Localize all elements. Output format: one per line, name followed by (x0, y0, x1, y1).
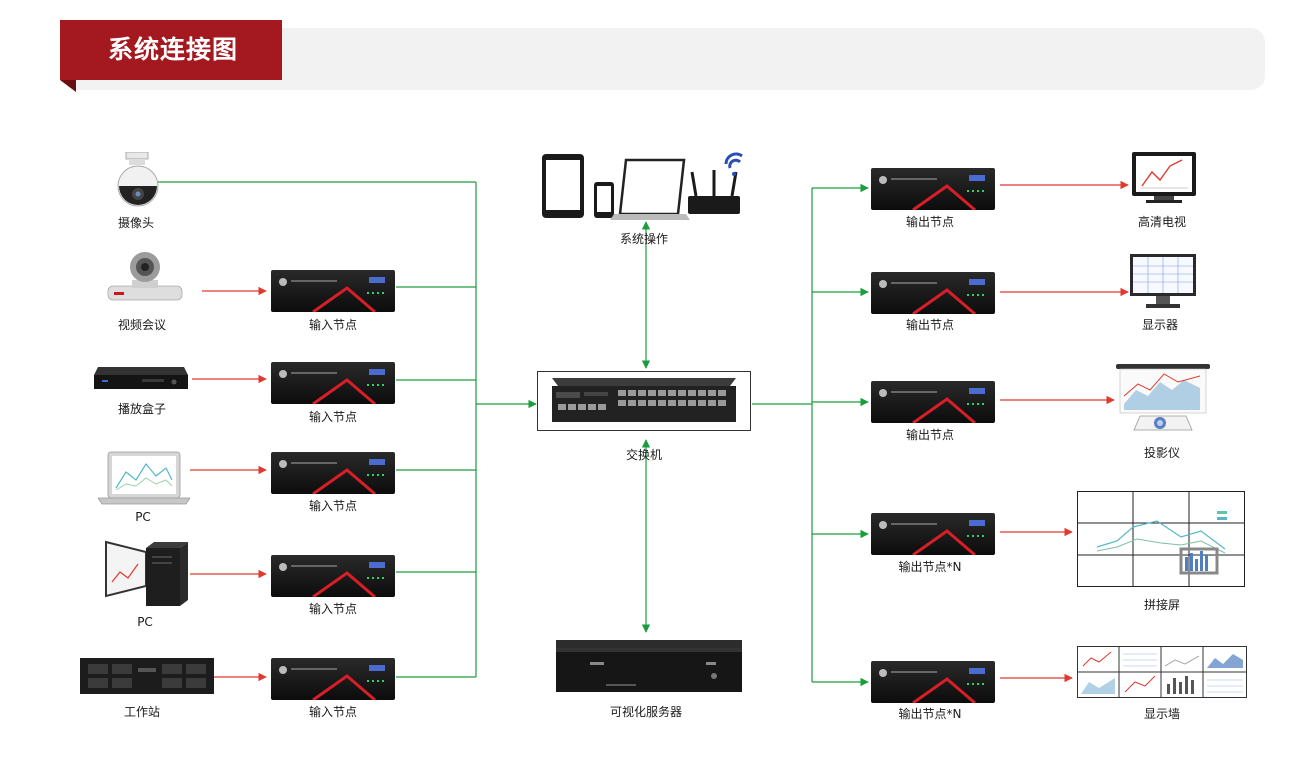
network-switch-icon (552, 378, 736, 422)
ptz-camera-icon (117, 152, 159, 207)
source-label-conference: 视频会议 (117, 318, 166, 332)
output-node-box (871, 513, 995, 555)
input-node-label: 输入节点 (308, 410, 357, 424)
display-label-projector: 投影仪 (1143, 446, 1180, 460)
input-node-label: 输入节点 (308, 318, 357, 332)
switch-frame (537, 371, 751, 431)
display-label-wall: 显示墙 (1143, 707, 1180, 721)
center-label-switch: 交换机 (625, 448, 662, 462)
splicing-screen-icon (1077, 491, 1245, 587)
output-node-box (871, 168, 995, 210)
source-label-pc-desktop: PC (137, 615, 153, 629)
source-label-pc-laptop: PC (135, 510, 151, 524)
rack-workstation-icon (80, 658, 214, 694)
input-node-box (271, 658, 395, 700)
display-label-splicing: 拼接屏 (1143, 598, 1180, 612)
set-top-box-icon (94, 367, 188, 389)
source-label-camera: 摄像头 (117, 216, 154, 230)
output-node-label: 输出节点 (905, 428, 954, 442)
output-node-label: 输出节点 (905, 318, 954, 332)
hd-tv-icon (1132, 152, 1196, 203)
title-tab-fold (60, 80, 76, 92)
output-node-label: 输出节点*N (898, 560, 962, 574)
input-node-box (271, 362, 395, 404)
output-node-label: 输出节点*N (898, 707, 962, 721)
conference-camera-icon (107, 252, 183, 301)
input-node-label: 输入节点 (308, 602, 357, 616)
operation-devices-icon (542, 152, 743, 220)
desktop-pc-icon (105, 540, 188, 606)
source-label-settop: 播放盒子 (117, 402, 166, 416)
input-node-box (271, 555, 395, 597)
center-label-server: 可视化服务器 (609, 705, 682, 719)
laptop-icon (98, 451, 190, 505)
display-label-monitor: 显示器 (1141, 318, 1178, 332)
input-node-box (271, 270, 395, 312)
display-label-tv: 高清电视 (1137, 215, 1186, 229)
input-node-label: 输入节点 (308, 499, 357, 513)
output-node-box (871, 381, 995, 423)
projector-icon (1116, 364, 1210, 431)
source-label-workstation: 工作站 (123, 705, 160, 719)
page-title: 系统连接图 (60, 20, 282, 80)
output-node-label: 输出节点 (905, 215, 954, 229)
input-node-label: 输入节点 (308, 705, 357, 719)
display-wall-icon (1077, 646, 1247, 698)
output-node-box (871, 272, 995, 314)
input-node-box (271, 452, 395, 494)
monitor-icon (1130, 254, 1196, 308)
output-node-box (871, 661, 995, 703)
visual-server-icon (556, 640, 742, 692)
center-label-operation: 系统操作 (619, 232, 668, 246)
